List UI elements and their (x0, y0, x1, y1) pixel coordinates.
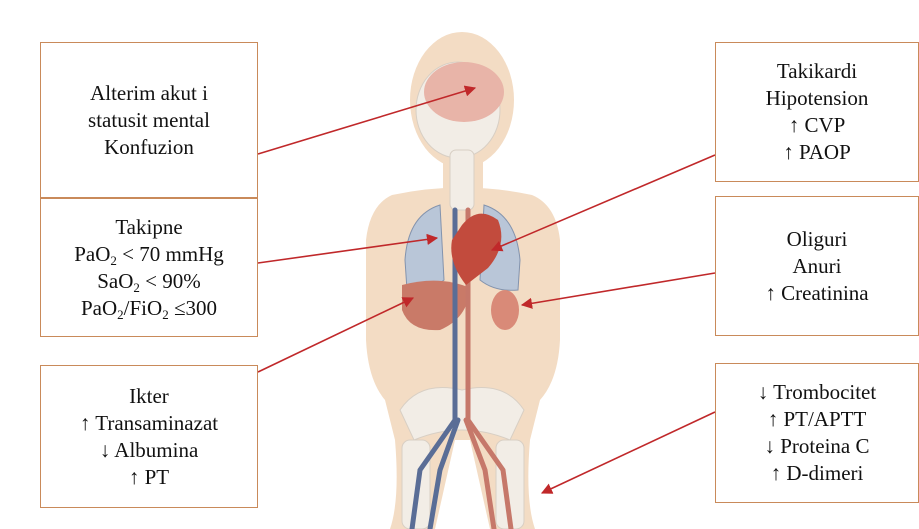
cns-line-3: Konfuzion (104, 134, 194, 161)
resp-line-4: PaO2/FiO2 ≤300 (81, 295, 217, 322)
resp-line-1: Takipne (115, 214, 182, 241)
cardio-line-1: Takikardi (777, 58, 857, 85)
respiratory-dysfunction-box: Takipne PaO2 < 70 mmHg SaO2 < 90% PaO2/F… (40, 198, 258, 337)
renal-line-1: Oliguri (787, 226, 848, 253)
cns-line-1: Alterim akut i (90, 80, 208, 107)
cns-line-2: statusit mental (88, 107, 210, 134)
hepatic-line-3: ↓ Albumina (100, 437, 199, 464)
cns-dysfunction-box: Alterim akut i statusit mental Konfuzion (40, 42, 258, 198)
hepatic-line-1: Ikter (129, 383, 169, 410)
cardio-line-4: ↑ PAOP (783, 139, 851, 166)
hepatic-dysfunction-box: Ikter ↑ Transaminazat ↓ Albumina ↑ PT (40, 365, 258, 508)
resp-line-3: SaO2 < 90% (97, 268, 201, 295)
coag-line-2: ↑ PT/APTT (768, 406, 867, 433)
coag-line-3: ↓ Proteina C (765, 433, 870, 460)
coag-line-4: ↑ D-dimeri (771, 460, 864, 487)
arrow-blood (542, 412, 715, 493)
renal-dysfunction-box: Oliguri Anuri ↑ Creatinina (715, 196, 919, 336)
coagulation-dysfunction-box: ↓ Trombocitet ↑ PT/APTT ↓ Proteina C ↑ D… (715, 363, 919, 503)
hepatic-line-2: ↑ Transaminazat (80, 410, 218, 437)
renal-line-3: ↑ Creatinina (765, 280, 868, 307)
coag-line-1: ↓ Trombocitet (758, 379, 876, 406)
kidney-organ (491, 290, 519, 330)
cardio-line-2: Hipotension (766, 85, 869, 112)
cardiovascular-dysfunction-box: Takikardi Hipotension ↑ CVP ↑ PAOP (715, 42, 919, 182)
renal-line-2: Anuri (793, 253, 842, 280)
resp-line-2: PaO2 < 70 mmHg (74, 241, 224, 268)
hepatic-line-4: ↑ PT (129, 464, 169, 491)
cardio-line-3: ↑ CVP (789, 112, 846, 139)
